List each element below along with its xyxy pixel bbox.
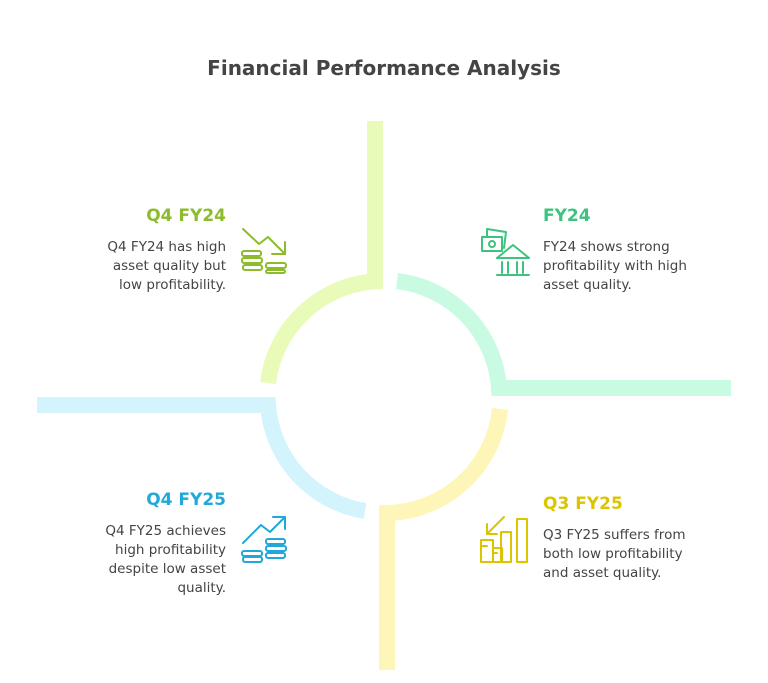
quadrant-title: Q4 FY24 [146, 206, 226, 226]
money-bank-icon [481, 228, 530, 276]
coins-trend-down-icon [241, 228, 287, 274]
ring-q3fy25 [379, 408, 508, 670]
ring-fy24 [395, 273, 731, 396]
quadrant-q3fy25: Q3 FY25 Q3 FY25 suffers from both low pr… [543, 494, 743, 583]
ring-q4fy24 [260, 121, 384, 385]
bar-chart-decline-icon [480, 516, 528, 563]
quadrant-description: Q3 FY25 suffers from both low profitabil… [543, 527, 686, 581]
quadrant-q4fy25: Q4 FY25 Q4 FY25 achieves high profitabil… [26, 490, 226, 598]
quadrant-description: Q4 FY25 achieves high profitability desp… [105, 523, 226, 596]
quadrant-q4fy24: Q4 FY24 Q4 FY24 has high asset quality b… [26, 206, 226, 295]
page-title: Financial Performance Analysis [207, 56, 561, 80]
quadrant-description: FY24 shows strong profitability with hig… [543, 239, 687, 293]
coins-trend-up-icon [241, 516, 287, 563]
quadrant-title: FY24 [543, 206, 591, 226]
quadrant-title: Q3 FY25 [543, 494, 623, 514]
ring-q4fy25 [37, 397, 367, 519]
quadrant-description: Q4 FY24 has high asset quality but low p… [107, 239, 226, 293]
quadrant-fy24: FY24 FY24 shows strong profitability wit… [543, 206, 743, 295]
quadrant-title: Q4 FY25 [146, 490, 226, 510]
